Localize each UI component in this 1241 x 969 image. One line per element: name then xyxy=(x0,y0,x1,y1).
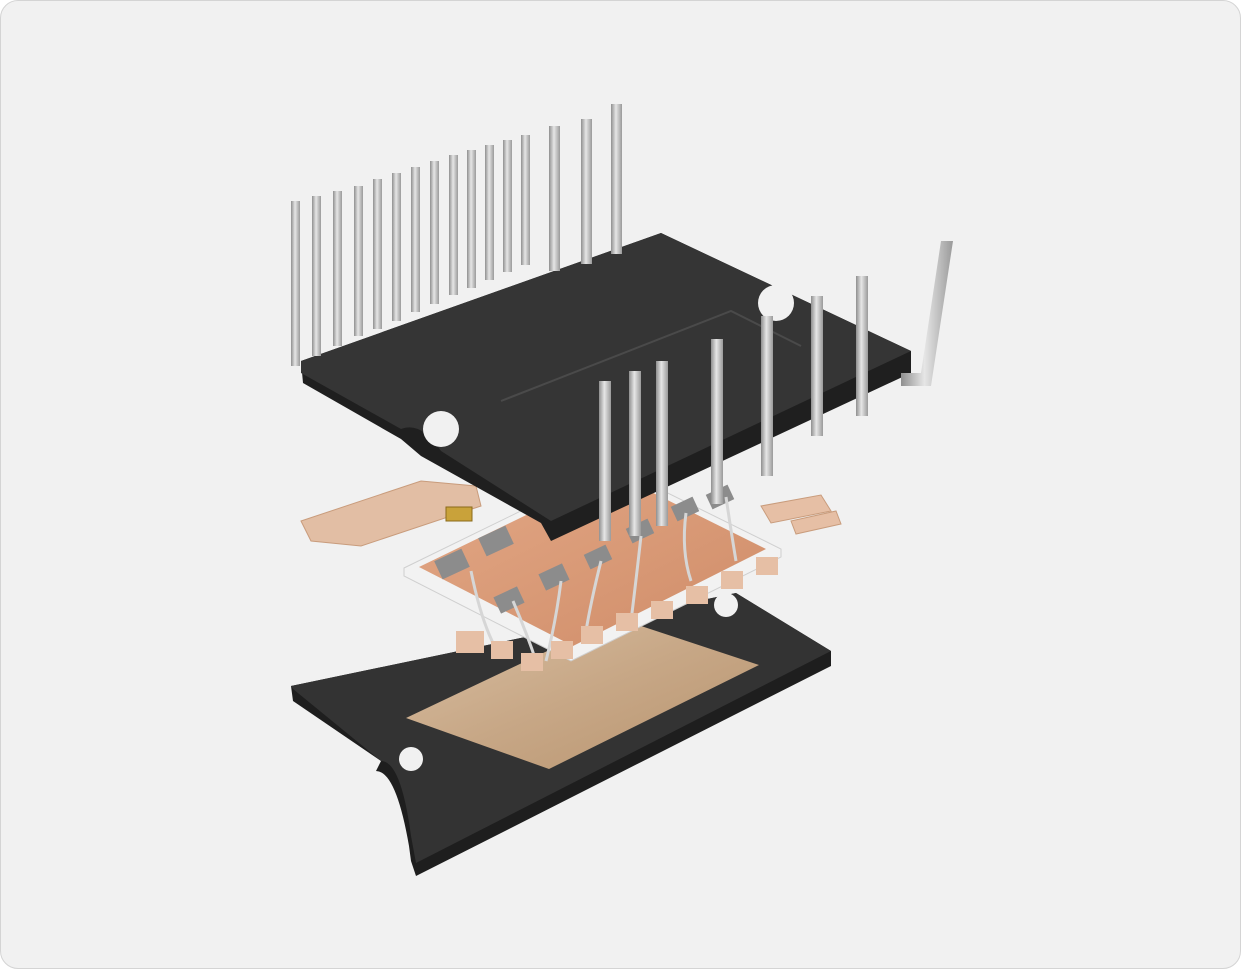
substrate-layer xyxy=(403,465,782,671)
heat-spreader-plate xyxy=(406,618,759,769)
bond-wires xyxy=(469,496,738,662)
power-pins-front xyxy=(599,241,953,541)
mount-notch xyxy=(399,747,423,771)
mount-notch xyxy=(758,285,794,321)
lead-frame-tabs xyxy=(456,557,778,671)
control-lead-frame xyxy=(300,480,482,547)
mount-notch xyxy=(423,411,459,447)
right-copper-tabs xyxy=(760,494,842,535)
power-pins-top xyxy=(549,104,622,271)
die-chips xyxy=(434,484,735,614)
signal-pins xyxy=(291,135,530,366)
driver-ic-chip xyxy=(445,506,473,522)
mount-notch xyxy=(714,593,738,617)
